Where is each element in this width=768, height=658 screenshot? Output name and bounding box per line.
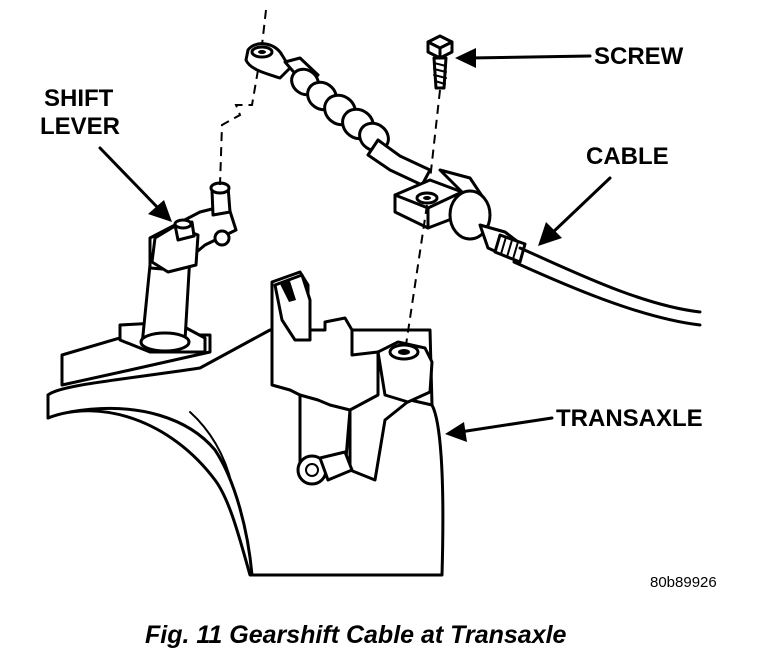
shift-lever-label-line2: LEVER [40,113,120,140]
shift-lever-arrowhead [148,200,172,222]
cable-adjuster [393,168,527,264]
cable-eyelet [244,42,292,80]
transaxle-arrowhead [445,422,467,442]
screw-label: SCREW [594,43,684,70]
figure-id: 80b89926 [650,574,717,591]
assembly-centerlines [219,9,441,346]
figure-caption: Fig. 11 Gearshift Cable at Transaxle [145,621,567,649]
cable [512,246,702,327]
shift-lever-label-line1: SHIFT [44,85,114,112]
shift-lever [139,181,238,353]
transaxle-label: TRANSAXLE [556,405,703,432]
screw [426,34,454,90]
cable-boot [283,56,432,187]
screw-arrowhead [455,48,476,68]
cable-label: CABLE [586,143,669,170]
cable-arrowhead [538,222,562,246]
transaxle-bracket [270,270,434,486]
callout-arrows [98,48,612,442]
